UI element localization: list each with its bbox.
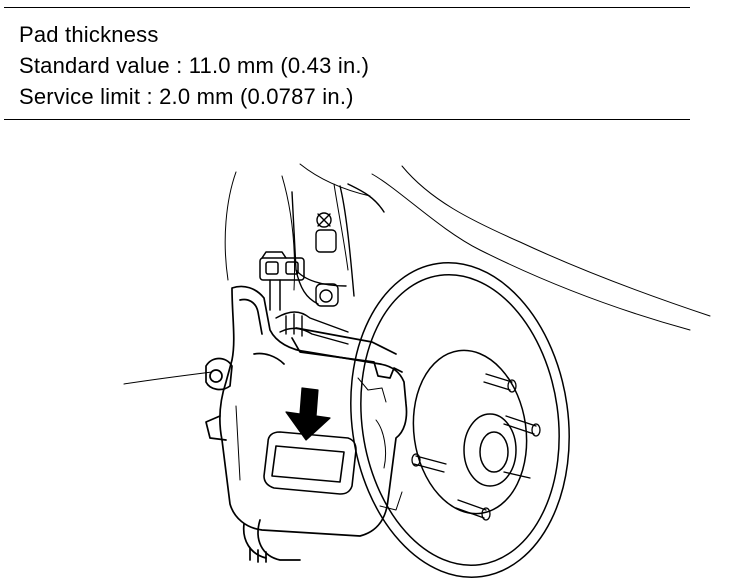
caliper-body bbox=[205, 285, 408, 563]
pad-inspection-window bbox=[263, 431, 357, 495]
brake-disc bbox=[350, 262, 570, 578]
fender-outline bbox=[123, 163, 711, 385]
arrow-down-icon bbox=[285, 387, 331, 441]
wheel-studs bbox=[411, 373, 541, 521]
brake-hose-bracket bbox=[259, 251, 305, 311]
standard-value-line: Standard value : 11.0 mm (0.43 in.) bbox=[19, 53, 370, 78]
spec-text-block: Pad thickness Standard value : 11.0 mm (… bbox=[19, 19, 369, 112]
brake-caliper-illustration bbox=[123, 163, 711, 578]
service-limit-line: Service limit : 2.0 mm (0.0787 in.) bbox=[19, 84, 354, 109]
spec-title: Pad thickness bbox=[19, 22, 159, 47]
top-divider bbox=[4, 7, 690, 8]
steering-knuckle bbox=[291, 183, 385, 307]
guide-pin-boot bbox=[275, 311, 349, 345]
bottom-divider bbox=[4, 119, 690, 120]
brake-caliper-figure bbox=[0, 120, 736, 580]
caliper-detail-lines bbox=[235, 377, 403, 511]
